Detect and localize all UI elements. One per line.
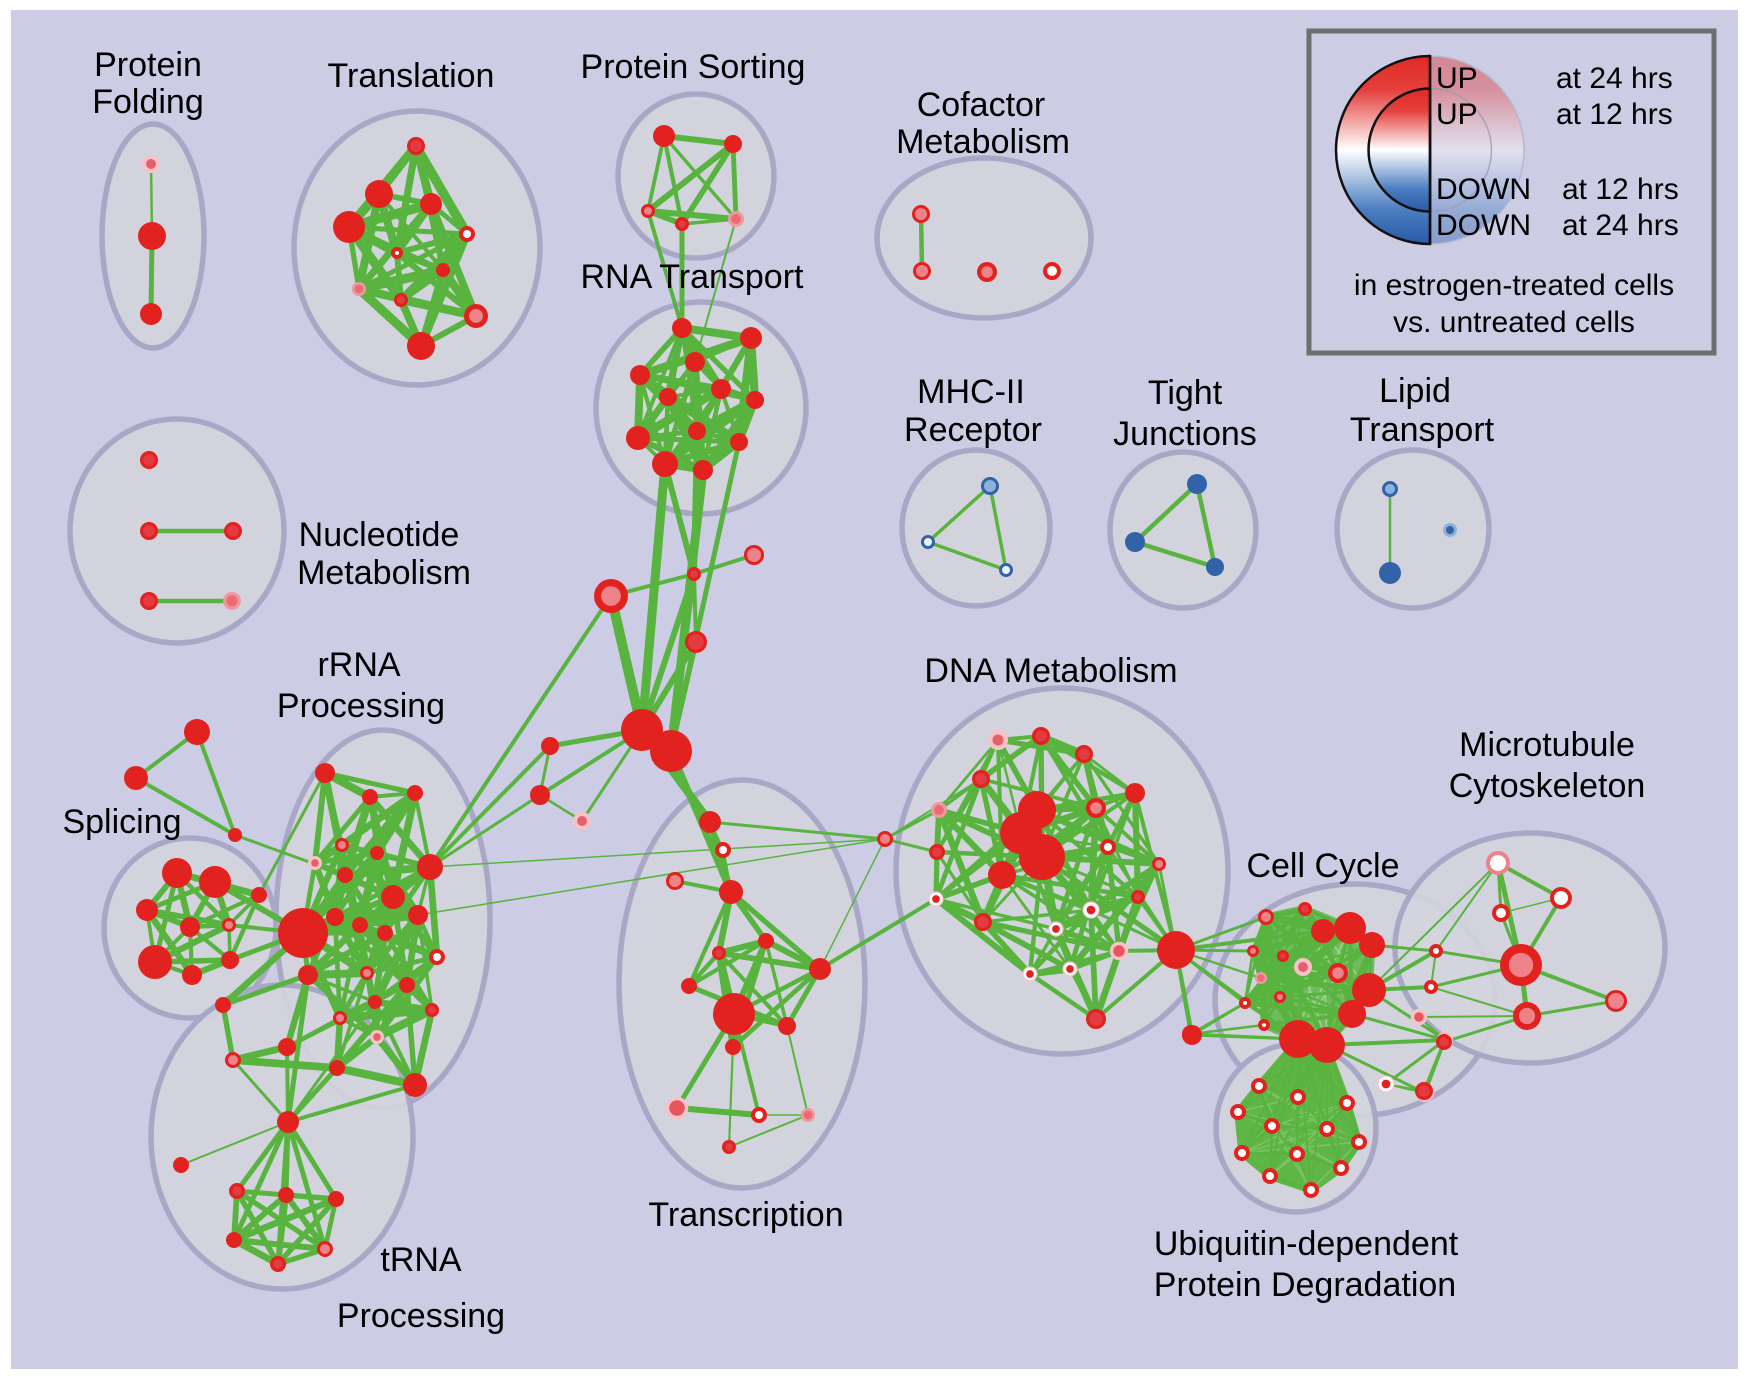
svg-text:vs. untreated cells: vs. untreated cells	[1393, 306, 1635, 339]
svg-text:Splicing: Splicing	[62, 803, 181, 841]
svg-text:Cytoskeleton: Cytoskeleton	[1449, 767, 1646, 805]
svg-text:DOWN: DOWN	[1436, 209, 1531, 242]
svg-text:Junctions: Junctions	[1113, 415, 1257, 453]
svg-text:Protein Degradation: Protein Degradation	[1154, 1266, 1456, 1304]
svg-text:UP: UP	[1436, 98, 1478, 131]
svg-text:at 24 hrs: at 24 hrs	[1556, 62, 1673, 95]
svg-text:Protein: Protein	[94, 46, 202, 84]
svg-text:Metabolism: Metabolism	[896, 123, 1070, 161]
svg-text:Ubiquitin-dependent: Ubiquitin-dependent	[1154, 1225, 1459, 1263]
svg-text:Folding: Folding	[92, 83, 204, 121]
svg-text:Tight: Tight	[1148, 374, 1223, 412]
svg-text:UP: UP	[1436, 62, 1478, 95]
svg-text:Translation: Translation	[328, 57, 495, 95]
svg-text:DOWN: DOWN	[1436, 173, 1531, 206]
svg-text:Microtubule: Microtubule	[1459, 726, 1635, 764]
svg-text:at 12 hrs: at 12 hrs	[1556, 98, 1673, 131]
svg-text:DNA Metabolism: DNA Metabolism	[924, 652, 1177, 690]
svg-text:rRNA: rRNA	[317, 646, 400, 684]
svg-text:Processing: Processing	[277, 687, 445, 725]
svg-text:Lipid: Lipid	[1379, 372, 1451, 410]
svg-text:Cofactor: Cofactor	[917, 86, 1046, 124]
svg-text:Metabolism: Metabolism	[297, 554, 471, 592]
svg-text:MHC-II: MHC-II	[917, 373, 1025, 411]
svg-text:Processing: Processing	[337, 1297, 505, 1335]
svg-text:Transport: Transport	[1350, 411, 1495, 449]
svg-text:RNA Transport: RNA Transport	[581, 258, 805, 296]
svg-text:at 12 hrs: at 12 hrs	[1562, 173, 1679, 206]
svg-text:Transcription: Transcription	[648, 1196, 843, 1234]
svg-text:in estrogen-treated cells: in estrogen-treated cells	[1354, 269, 1674, 302]
svg-text:Cell Cycle: Cell Cycle	[1246, 847, 1399, 885]
svg-text:at 24 hrs: at 24 hrs	[1562, 209, 1679, 242]
svg-text:tRNA: tRNA	[380, 1241, 462, 1279]
svg-text:Receptor: Receptor	[904, 411, 1042, 449]
svg-text:Protein Sorting: Protein Sorting	[581, 48, 806, 86]
svg-text:Nucleotide: Nucleotide	[299, 516, 460, 554]
